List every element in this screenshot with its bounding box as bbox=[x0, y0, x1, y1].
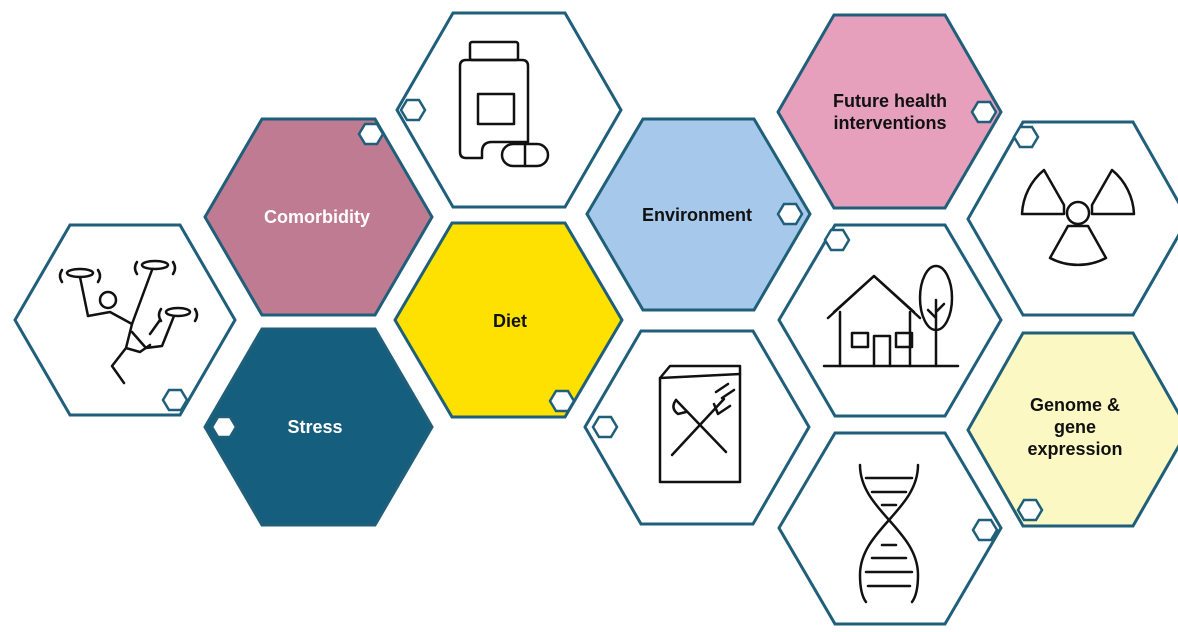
menu-fork-knife-icon bbox=[658, 364, 742, 484]
label-comorbidity: Comorbidity bbox=[264, 207, 370, 227]
hex-future-health bbox=[776, 13, 1003, 210]
label-diet: Diet bbox=[492, 311, 527, 331]
label-future-health-interventions: Future health interventions bbox=[832, 91, 947, 133]
label-genome-gene-expression: Genome & gene expression bbox=[1027, 395, 1123, 459]
hex-dna bbox=[777, 431, 1003, 626]
label-environment: Environment bbox=[641, 205, 752, 225]
people-exercising-icon bbox=[58, 259, 199, 385]
hex-radiation bbox=[966, 120, 1178, 317]
hex-stress bbox=[203, 327, 434, 527]
medication-bottle-icon bbox=[458, 40, 550, 168]
hex-environment bbox=[585, 117, 812, 312]
hex-medication bbox=[395, 11, 623, 209]
mini-hexagons bbox=[161, 98, 1044, 542]
hex-genome bbox=[966, 331, 1178, 528]
hex-home bbox=[777, 223, 1003, 418]
label-stress: Stress bbox=[287, 417, 343, 437]
radiation-icon bbox=[1020, 168, 1136, 267]
hex-comorbidity bbox=[203, 117, 434, 317]
house-with-tree-icon bbox=[822, 264, 960, 368]
hex-diet bbox=[393, 221, 624, 419]
dna-helix-icon bbox=[858, 463, 920, 604]
